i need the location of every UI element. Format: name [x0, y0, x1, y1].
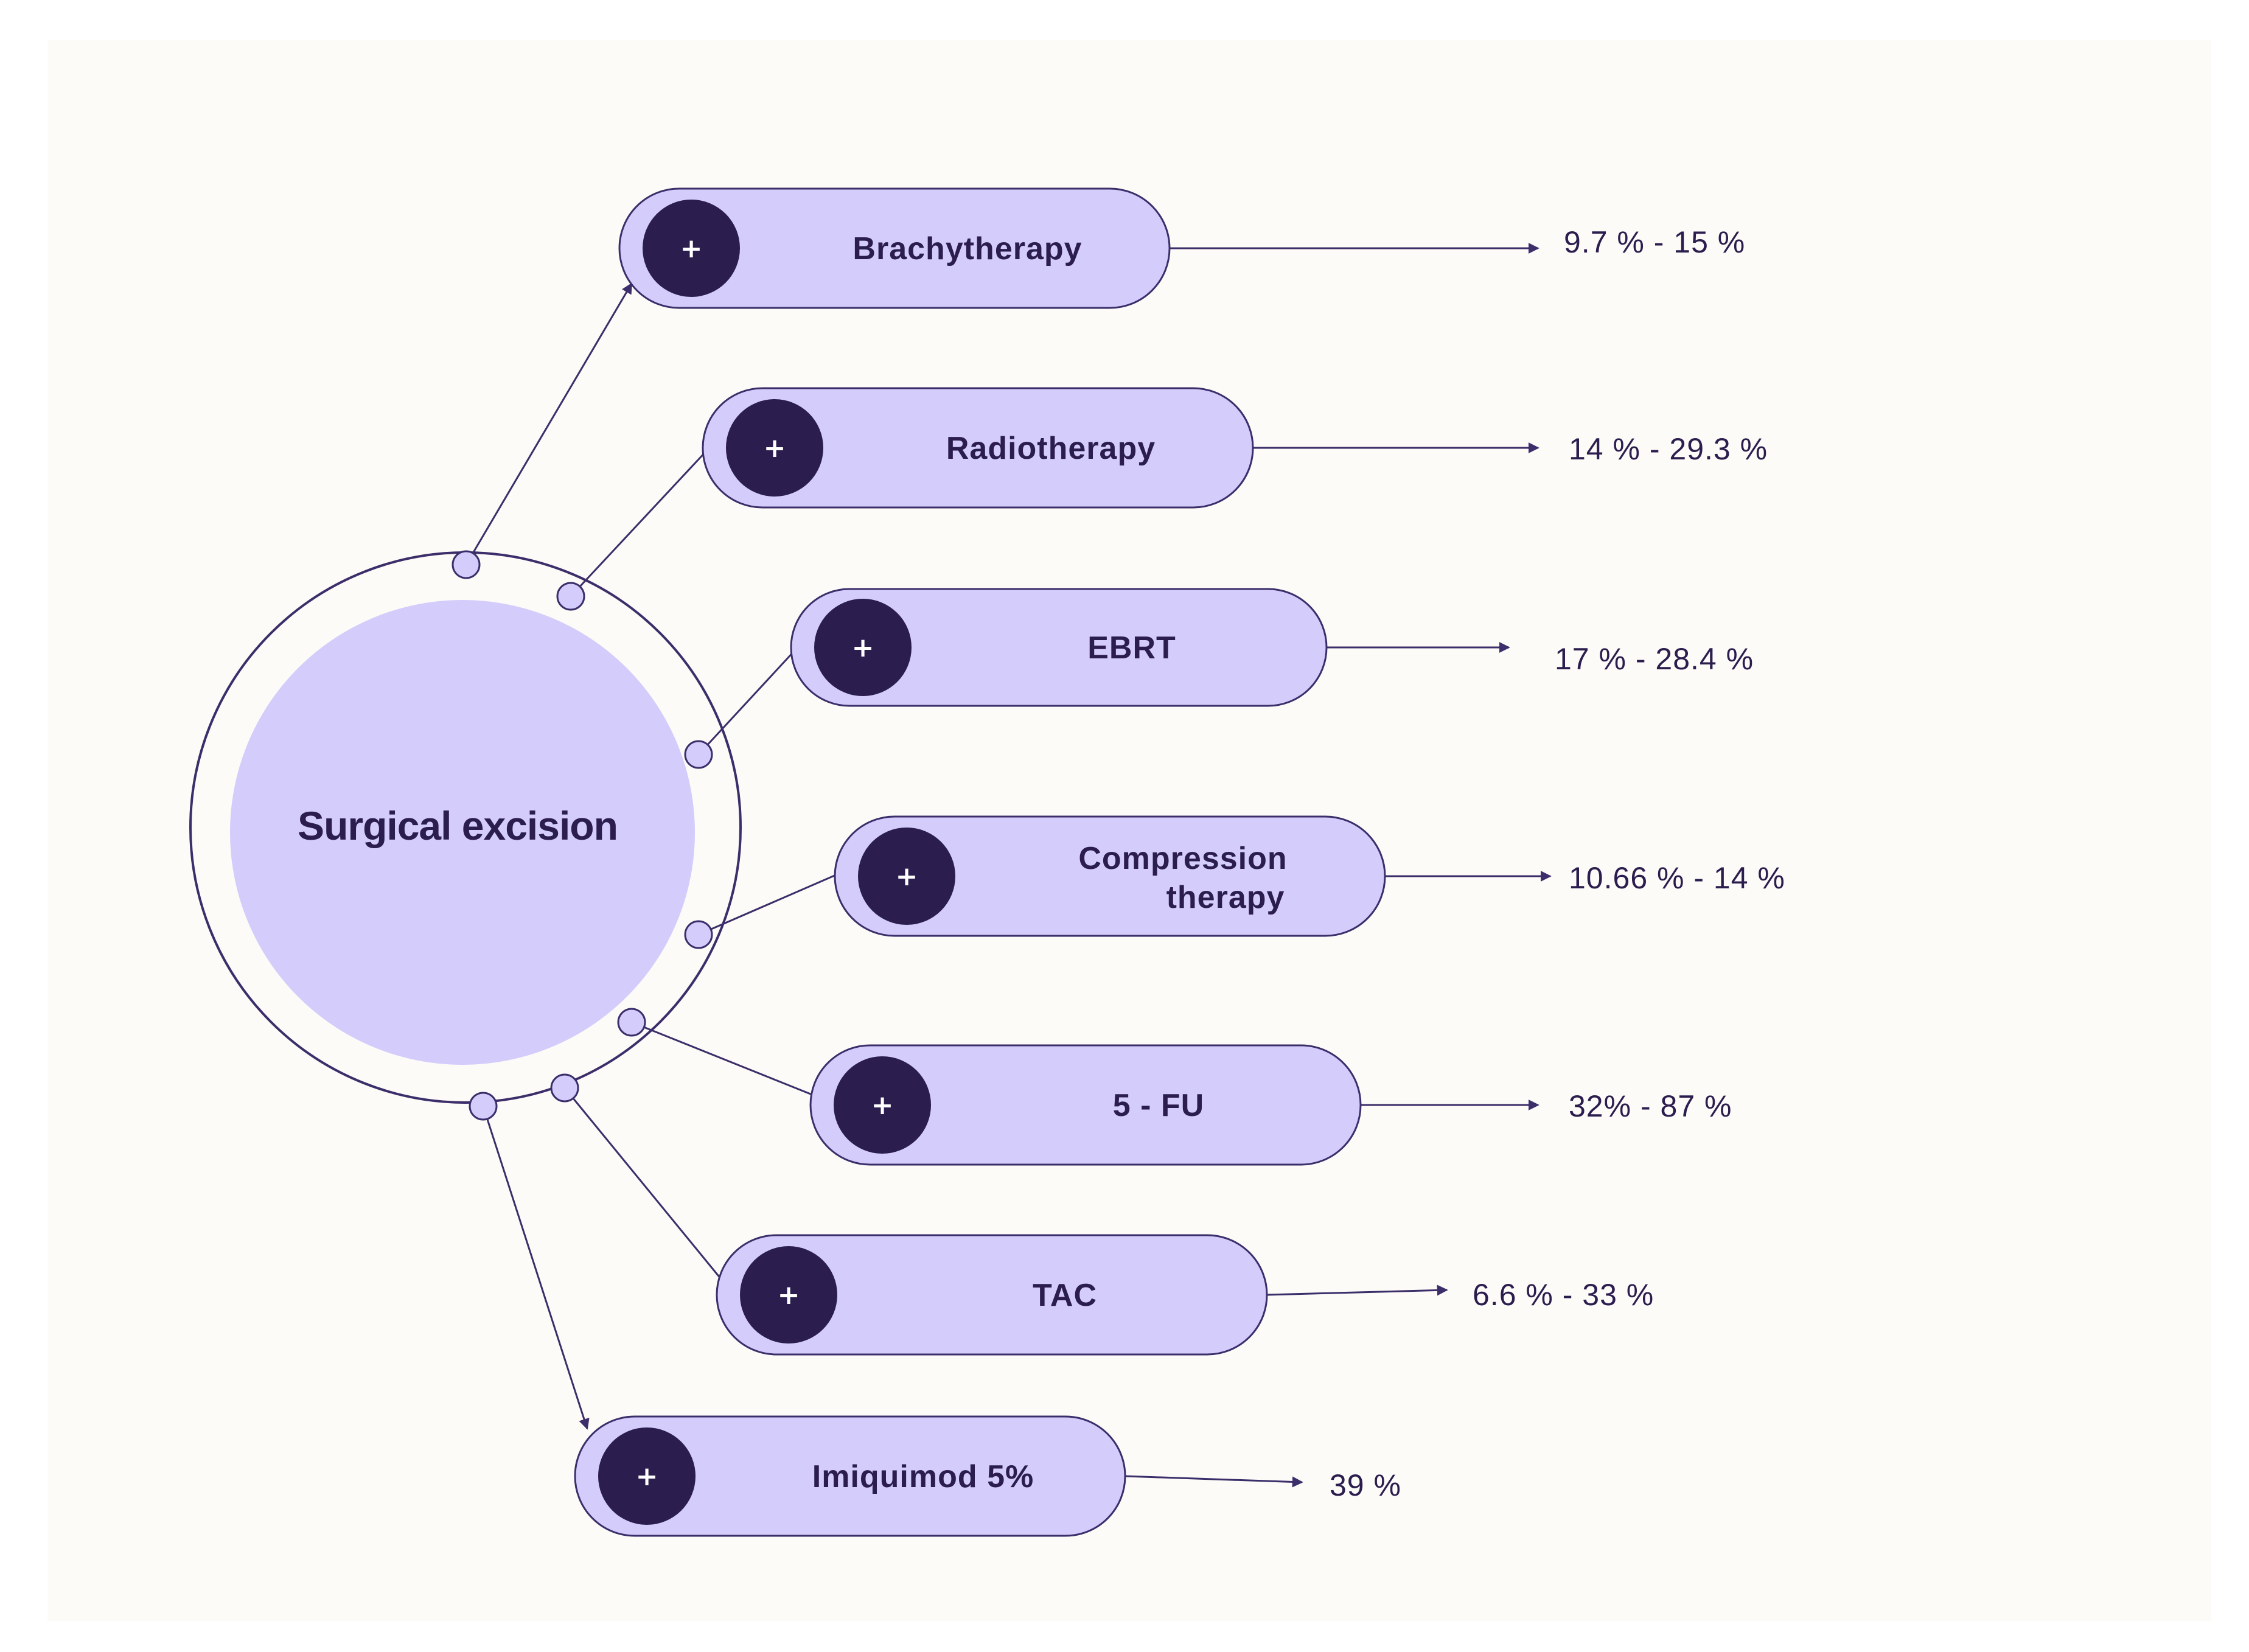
ring-connection-dot [550, 1073, 579, 1103]
treatment-pill[interactable]: +5 - FU [809, 1044, 1362, 1166]
treatment-pill-label: Imiquimod 5% [812, 1459, 1034, 1494]
treatment-pill-label: 5 - FU [1113, 1088, 1204, 1123]
treatment-pill[interactable]: + Brachytherapy [618, 187, 1171, 309]
connector-line [697, 640, 804, 756]
ring-connection-dot [469, 1092, 498, 1121]
outcome-arrow [1124, 1475, 1303, 1488]
outcome-value-label: 9.7 % - 15 % [1564, 225, 1745, 259]
center-node-label: Surgical excision [298, 803, 618, 848]
connector-line [482, 1106, 590, 1430]
plus-icon-glyph: + [636, 1461, 658, 1492]
ring-connection-dot [684, 920, 713, 949]
ring-connection-dot [452, 550, 481, 579]
ring-dots [452, 550, 713, 1121]
treatment-pill[interactable]: + TAC [716, 1234, 1268, 1356]
plus-icon[interactable] [726, 399, 823, 497]
center-node: Surgical excision [189, 551, 742, 1104]
plus-icon-glyph: + [764, 433, 786, 464]
plus-icon[interactable] [814, 599, 912, 696]
plus-icon-glyph: + [896, 861, 918, 892]
plus-icon-glyph: + [871, 1090, 894, 1121]
outcome-value-label: 6.6 % - 33 % [1473, 1278, 1654, 1312]
plus-icon[interactable] [598, 1427, 696, 1525]
outcome-value-label: 17 % - 28.4 % [1555, 642, 1754, 676]
treatment-pill-label: EBRT [1087, 630, 1176, 666]
connector-line [563, 1087, 730, 1290]
outcome-value-label: 39 % [1330, 1468, 1401, 1502]
treatment-pills: + Brachytherapy + Radiotherapy + EBRT + Compres… [574, 187, 1386, 1537]
treatment-outcomes: 9.7 % - 15 % 14 % - 29.3 % 17 % - 28.4 % 10… [1124, 225, 1785, 1502]
connector-line [465, 282, 633, 565]
plus-icon[interactable] [858, 828, 955, 925]
plus-icon-glyph: + [778, 1280, 800, 1311]
treatment-pill[interactable]: + Radiotherapy [702, 387, 1254, 509]
plus-icon[interactable] [834, 1056, 931, 1154]
plus-icon-glyph: + [852, 632, 874, 663]
treatment-pill-label: TAC [1033, 1278, 1097, 1313]
outcome-value-label: 32% - 87 % [1569, 1089, 1732, 1123]
plus-icon-glyph: + [680, 233, 703, 264]
connector-line [570, 441, 716, 598]
connector-line [631, 1021, 824, 1101]
outcome-value-label: 10.66 % - 14 % [1569, 861, 1785, 895]
outcome-arrow [1266, 1284, 1448, 1296]
treatment-pill-label: Radiotherapy [946, 431, 1156, 466]
center-node-disc [230, 600, 695, 1065]
plus-icon[interactable] [740, 1246, 837, 1344]
ring-connection-dot [617, 1008, 646, 1037]
plus-icon[interactable] [643, 200, 740, 297]
treatment-pill-label: Brachytherapy [853, 231, 1082, 267]
ring-connection-dot [556, 582, 585, 611]
treatment-pill[interactable]: + EBRT [790, 588, 1328, 707]
outcome-value-label: 14 % - 29.3 % [1569, 432, 1768, 466]
treatment-pill[interactable]: + Imiquimod 5% [574, 1415, 1126, 1537]
ring-connection-dot [684, 740, 713, 769]
